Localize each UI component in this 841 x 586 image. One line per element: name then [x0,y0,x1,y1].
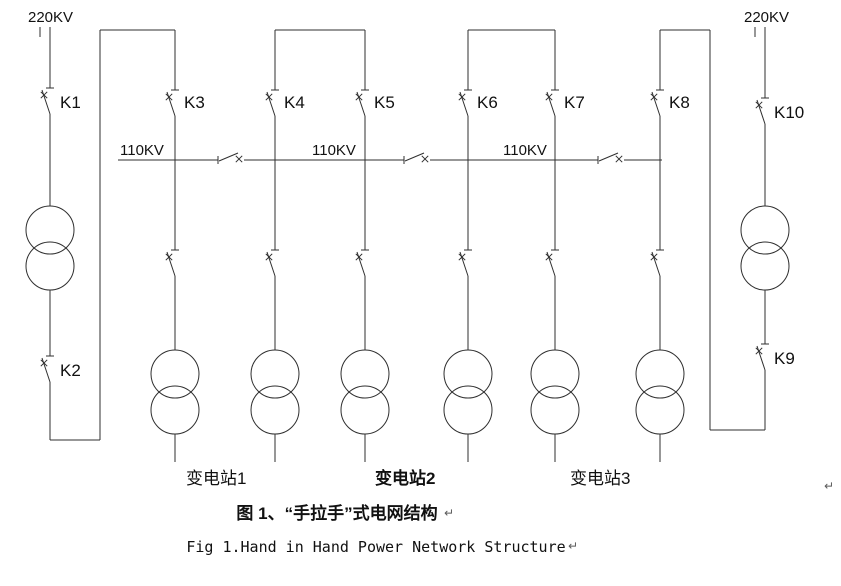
breaker-cross-icon [755,101,763,109]
breaker-cross-icon [755,347,763,355]
switch-label-k5: K5 [374,93,395,112]
bus-tie-switch-3 [597,152,623,164]
transformer-winding [340,385,390,435]
switch-blade [598,152,619,162]
breaker-cross-icon [165,253,173,261]
switch-k9 [755,343,769,371]
transformer-source-left [25,205,75,291]
switch-label-k6: K6 [477,93,498,112]
breaker-cross-icon [40,91,48,99]
transformer-winding [740,241,790,291]
switch-blade [218,152,239,162]
bus-voltage-label-3: 110KV [503,142,547,159]
transformer-winding [530,349,580,399]
figure-caption-chinese: 图 1、“手拉手”式电网结构 [236,503,437,523]
transformer-winding [443,349,493,399]
breaker-cross-icon [40,359,48,367]
source-voltage-label-left: 220KV [28,9,73,26]
breaker-cross-icon [650,93,658,101]
breaker-cross-icon [165,93,173,101]
switch-k5 [355,89,369,117]
switch-k6 [458,89,472,117]
transformers [25,205,790,435]
breaker-cross-icon [545,253,553,261]
switch-feeder-4 [458,249,472,277]
transformer-winding [150,349,200,399]
transformer-feeder-5 [530,349,580,435]
breaker-cross-icon [458,253,466,261]
paragraph-return-mark: ↵ [444,506,454,520]
substation-label-1: 变电站1 [186,469,246,488]
switch-feeder-1 [165,249,179,277]
breaker-cross-icon [265,93,273,101]
switch-label-k2: K2 [60,361,81,380]
switch-label-k7: K7 [564,93,585,112]
switch-feeder-3 [355,249,369,277]
bus-voltage-label-1: 110KV [120,142,164,159]
breaker-cross-icon [235,155,243,163]
transformer-winding [150,385,200,435]
switch-feeder-6 [650,249,664,277]
switch-label-k10: K10 [774,103,804,122]
switch-k1 [40,87,54,115]
transformer-winding [250,385,300,435]
labels: 220KV 220KV K1 K3 K4 K5 K6 K7 K8 K10 K2 … [28,9,834,556]
breaker-cross-icon [615,155,623,163]
transformer-winding [250,349,300,399]
source-voltage-label-right: 220KV [744,9,789,26]
substation-label-2: 变电站2 [375,468,435,488]
transformer-winding [635,385,685,435]
switch-k8 [650,89,664,117]
paragraph-return-mark: ↵ [824,479,834,493]
bus-tie-switch-1 [217,152,243,164]
transformer-feeder-1 [150,349,200,435]
transformer-winding [340,349,390,399]
breaker-cross-icon [458,93,466,101]
wiring [39,27,766,462]
switch-symbols [40,87,769,383]
substation-label-3: 变电站3 [570,469,630,488]
transformer-feeder-3 [340,349,390,435]
transformer-feeder-2 [250,349,300,435]
figure-caption-english: Fig 1.Hand in Hand Power Network Structu… [186,538,565,556]
transformer-source-right [740,205,790,291]
switch-k3 [165,89,179,117]
switch-blade [404,152,425,162]
switch-k4 [265,89,279,117]
transformer-winding [25,241,75,291]
switch-feeder-5 [545,249,559,277]
switch-label-k8: K8 [669,93,690,112]
switch-label-k3: K3 [184,93,205,112]
breaker-cross-icon [421,155,429,163]
paragraph-return-mark: ↵ [568,539,578,553]
transformer-winding [530,385,580,435]
bus-voltage-label-2: 110KV [312,142,356,159]
transformer-feeder-4 [443,349,493,435]
transformer-feeder-6 [635,349,685,435]
breaker-cross-icon [545,93,553,101]
breaker-cross-icon [355,253,363,261]
switch-k2 [40,355,54,383]
switch-label-k1: K1 [60,93,81,112]
bus-tie-switch-2 [403,152,429,164]
transformer-winding [25,205,75,255]
switch-label-k9: K9 [774,349,795,368]
breaker-cross-icon [265,253,273,261]
transformer-winding [443,385,493,435]
switch-k10 [755,97,769,125]
switch-k7 [545,89,559,117]
transformer-winding [635,349,685,399]
switch-label-k4: K4 [284,93,305,112]
breaker-cross-icon [650,253,658,261]
switch-feeder-2 [265,249,279,277]
breaker-cross-icon [355,93,363,101]
transformer-winding [740,205,790,255]
